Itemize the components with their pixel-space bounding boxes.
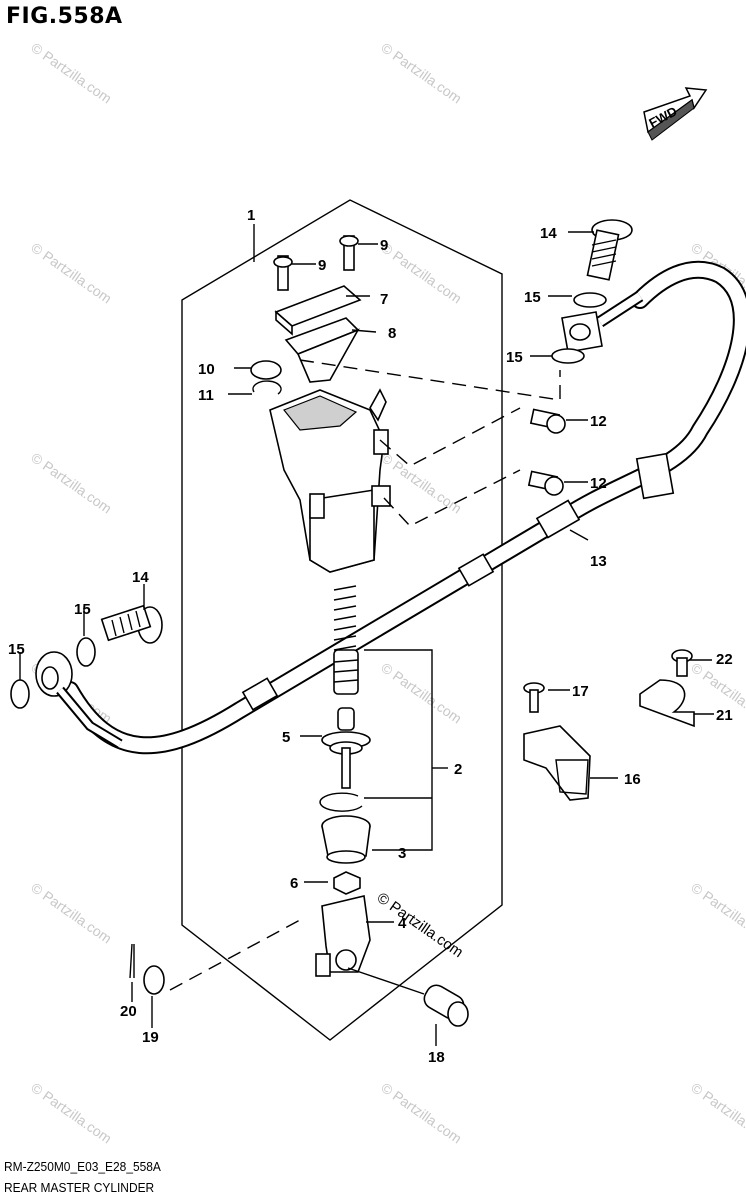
clevis-pin [423, 984, 469, 1027]
circlip-upper [252, 380, 282, 395]
watermark: © Partzilla.com [28, 449, 114, 516]
watermark: © Partzilla.com [28, 879, 114, 946]
assembly-outline [181, 199, 503, 1041]
diagram-title: REAR MASTER CYLINDER [4, 1180, 155, 1195]
callout-9b: 9 [380, 237, 388, 254]
cotter-pin [129, 943, 135, 979]
mounting-bolt-lower [527, 470, 564, 496]
washer-left-outer [10, 679, 30, 709]
watermark-layer: © Partzilla.com © Partzilla.com © Partzi… [28, 39, 746, 1146]
watermark: © Partzilla.com [28, 1079, 114, 1146]
washer-right-lower [551, 348, 585, 364]
callout-7: 7 [380, 291, 388, 308]
watermark: © Partzilla.com [28, 239, 114, 306]
lock-nut [333, 871, 361, 895]
callout-8: 8 [388, 325, 396, 342]
washer-left-inner [76, 637, 96, 667]
watermark: © Partzilla.com [28, 39, 114, 106]
figure-title: FIG.558A [6, 4, 123, 29]
leader-lines [19, 224, 714, 1046]
callout-2: 2 [454, 761, 462, 778]
plain-washer [143, 965, 165, 995]
callout-5: 5 [282, 729, 290, 746]
brake-hose [61, 260, 746, 755]
callout-20: 20 [120, 1003, 137, 1020]
callout-15a: 15 [524, 289, 541, 306]
callout-6: 6 [290, 875, 298, 892]
callout-4: 4 [398, 915, 407, 932]
fwd-arrow-icon: FWD [643, 87, 708, 141]
watermark: © Partzilla.com [378, 39, 464, 106]
clevis [315, 895, 371, 977]
piston-spring [333, 585, 359, 695]
callout-9a: 9 [318, 257, 326, 274]
hose-guide [523, 725, 591, 801]
banjo-fitting-right [561, 290, 644, 353]
callout-22: 22 [716, 651, 733, 668]
callout-3: 3 [398, 845, 406, 862]
push-rod [321, 707, 371, 789]
callout-11: 11 [198, 387, 214, 404]
watermark-center: © Partzilla.com [374, 889, 467, 961]
hose-clamp [639, 679, 695, 728]
watermark: © Partzilla.com [688, 1079, 746, 1146]
watermark: © Partzilla.com [688, 879, 746, 946]
reservoir-cap [273, 235, 362, 383]
callout-15b: 15 [506, 349, 523, 366]
callout-15c: 15 [74, 601, 91, 618]
callout-18: 18 [428, 1049, 445, 1066]
guide-screw [523, 682, 545, 713]
circlip-lower [319, 792, 363, 812]
callouts: 1 9 9 7 8 10 11 14 15 15 12 12 13 14 15 … [8, 207, 733, 1066]
callout-21: 21 [716, 707, 733, 724]
banjo-fitting-left [35, 651, 123, 749]
washer-right-upper [573, 292, 607, 308]
diagram-code: RM-Z250M0_E03_E28_558A [4, 1159, 161, 1174]
callout-13: 13 [590, 553, 607, 570]
callout-1: 1 [247, 207, 255, 224]
callout-16: 16 [624, 771, 641, 788]
union-bolt-left [100, 604, 163, 644]
diaphragm-plate [250, 360, 282, 380]
callout-14a: 14 [540, 225, 557, 242]
master-cylinder-body [269, 388, 391, 573]
callout-15d: 15 [8, 641, 25, 658]
callout-10: 10 [198, 361, 215, 378]
mounting-bolt-upper [529, 408, 566, 434]
callout-12a: 12 [590, 413, 607, 430]
watermark: © Partzilla.com [378, 1079, 464, 1146]
clamp-bolt [671, 649, 693, 677]
callout-14b: 14 [132, 569, 149, 586]
callout-12b: 12 [590, 475, 607, 492]
callout-19: 19 [142, 1029, 159, 1046]
dust-boot [321, 815, 371, 864]
watermark: © Partzilla.com [378, 659, 464, 726]
union-bolt-right [586, 219, 633, 281]
callout-17: 17 [572, 683, 589, 700]
